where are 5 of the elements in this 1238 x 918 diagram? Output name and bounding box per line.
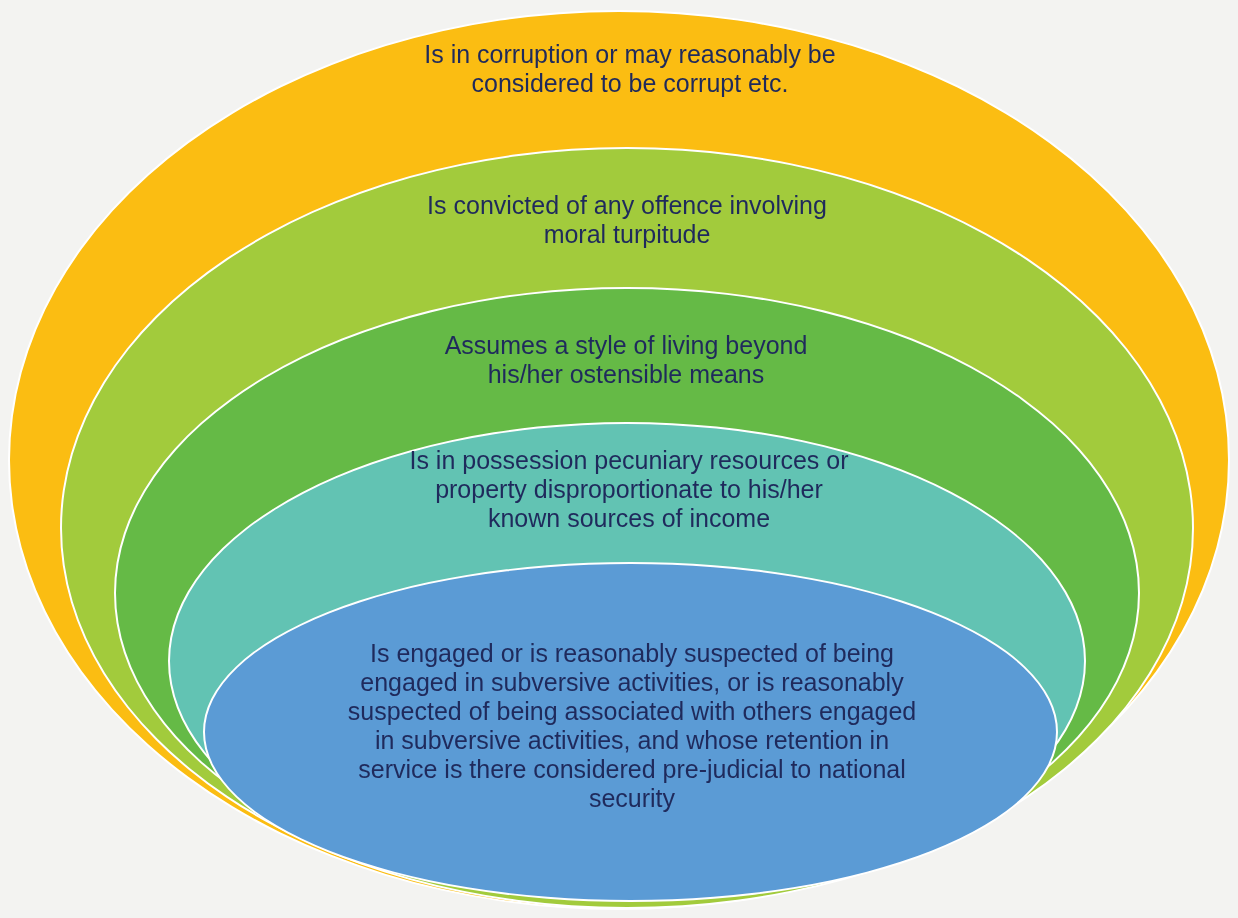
layer-label: Is in possession pecuniary resources or property disproportionate to his/her known sources of income [408, 446, 850, 533]
layer-label: Is convicted of any offence involving moral turpitude [426, 191, 828, 249]
layer-label: Is engaged or is reasonably suspected of being engaged in subversive activities, or is reasonably suspected of being associated with others engaged in subversive activities, and whose retention in service is there considered pre-judicial to national security [346, 639, 918, 813]
layer-label: Is in corruption or may reasonably be considered to be corrupt etc. [423, 40, 837, 98]
layer-label: Assumes a style of living beyond his/her ostensible means [443, 331, 809, 389]
